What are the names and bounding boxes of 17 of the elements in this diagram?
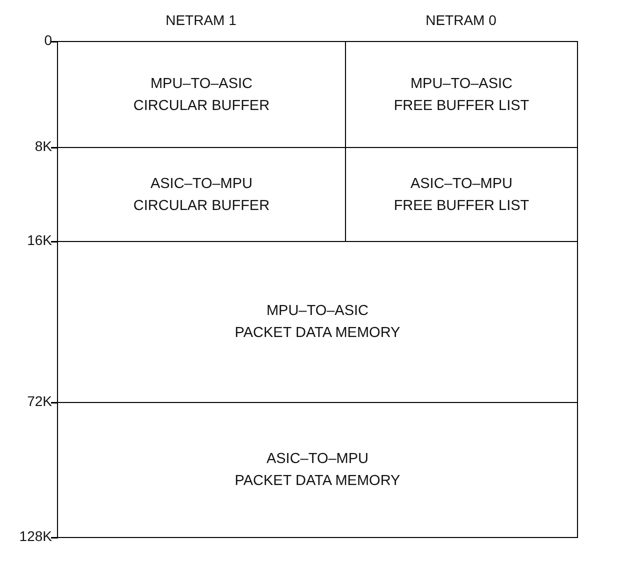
- memory-region-box: [345, 41, 578, 148]
- column-heading: NETRAM 1: [166, 12, 236, 28]
- region-label: MPU–TO–ASIC CIRCULAR BUFFER: [133, 74, 270, 116]
- address-label: 16K: [27, 232, 52, 248]
- column-heading: NETRAM 0: [426, 12, 496, 28]
- region-label: MPU–TO–ASIC FREE BUFFER LIST: [394, 74, 530, 116]
- memory-region-box: [57, 241, 578, 403]
- address-label: 128K: [19, 528, 52, 544]
- memory-region-box: [57, 41, 346, 148]
- address-label: 0: [44, 32, 52, 48]
- region-label: ASIC–TO–MPU FREE BUFFER LIST: [394, 174, 530, 216]
- region-label: ASIC–TO–MPU CIRCULAR BUFFER: [133, 174, 270, 216]
- address-label: 8K: [34, 138, 52, 154]
- address-label: 72K: [27, 393, 52, 409]
- region-label: MPU–TO–ASIC PACKET DATA MEMORY: [234, 302, 400, 343]
- region-label: ASIC–TO–MPU PACKET DATA MEMORY: [234, 450, 400, 491]
- memory-region-box: [57, 402, 578, 538]
